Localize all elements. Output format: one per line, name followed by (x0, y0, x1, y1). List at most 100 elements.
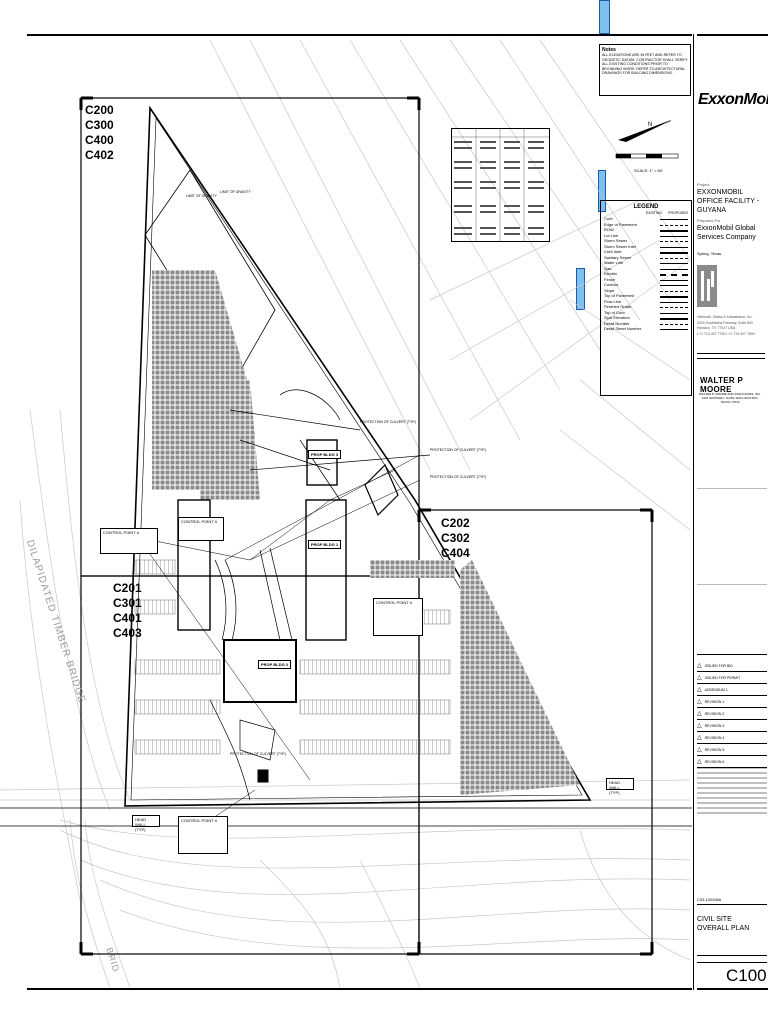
revision-delta-icon: △ (697, 735, 702, 741)
legend-item-label: Slope (604, 287, 615, 293)
annotation-text: PROTECTION OF CULVERT (TYP.) (430, 475, 487, 479)
revision-table: △ISSUED FOR BID△ISSUED FOR PERMIT△ADDEND… (697, 660, 767, 768)
revision-row[interactable]: △ISSUED FOR PERMIT (697, 672, 767, 684)
sheet-ref[interactable]: C403 (113, 626, 142, 640)
revision-label: REVISION 5 (704, 747, 725, 752)
sheet-ref[interactable]: C401 (113, 611, 142, 625)
annotation-text: PROTECTION OF CULVERT (TYP.) (430, 448, 487, 452)
revision-row[interactable]: △ADDENDUM 1 (697, 684, 767, 696)
callout-text: CONTROL POINT # (181, 519, 218, 524)
building-tag-text: PROP BLDG 2 (261, 662, 289, 667)
sheet-ref[interactable]: C301 (113, 596, 142, 610)
client-name: ExxonMobil Global Services Company (697, 225, 756, 241)
legend-symbol (660, 296, 688, 298)
sheet-title-line2: OVERALL PLAN (697, 925, 750, 932)
revision-row[interactable]: △REVISION 3 (697, 720, 767, 732)
building-tag[interactable]: PROP BLDG 1 (308, 540, 342, 549)
legend-symbol (660, 235, 688, 237)
driveways (209, 389, 431, 801)
legend-symbol (660, 318, 688, 320)
building-tag[interactable]: PROP BLDG 3 (308, 450, 342, 459)
building-tag[interactable]: PROP BLDG 2 (258, 660, 292, 669)
legend-symbol (660, 224, 688, 226)
legend-item-label: Curb Inlet (604, 249, 622, 254)
legend-item-label: Fence (604, 276, 616, 282)
sheet-ref[interactable]: C200 (85, 103, 114, 117)
control-point-callout[interactable]: CONTROL POINT # (178, 816, 228, 854)
tb-separator (697, 962, 767, 963)
revision-row[interactable]: △REVISION 4 (697, 732, 767, 744)
legend-item-label: Curb (604, 216, 613, 221)
revision-delta-icon: △ (697, 699, 702, 705)
revision-flag[interactable] (599, 0, 610, 34)
revision-delta-icon: △ (697, 675, 702, 681)
legend-row: Curb (604, 216, 688, 222)
sheet-ref[interactable]: C201 (113, 581, 142, 595)
revision-row[interactable]: △REVISION 1 (697, 696, 767, 708)
revision-label: ADDENDUM 1 (704, 687, 728, 692)
engineer-logo-text: WALTER P MOORE (700, 376, 743, 394)
sheet-ref[interactable]: C302 (441, 531, 470, 545)
legend-item-label: Water Line (604, 260, 624, 265)
legend-symbol (660, 268, 688, 270)
notes-box: Notes ALL ELEVATIONS ARE IN FEET AND REF… (599, 44, 691, 96)
site-plan-drawing (0, 39, 692, 989)
control-point-callout[interactable]: CONTROL POINT # (373, 598, 423, 636)
engineer-address: WALTER P. MOORE AND ASSOCIATES, INC. 130… (699, 392, 761, 404)
legend-item-label: ROW (604, 227, 614, 232)
sheet-border-top-tb (697, 34, 768, 36)
title-block-divider (693, 34, 694, 990)
revision-row[interactable]: △REVISION 6 (697, 756, 767, 768)
project-number: C33-1003406 (697, 897, 722, 902)
sheet-ref[interactable]: C404 (441, 546, 470, 560)
legend-row: Top of Pavement (604, 293, 688, 299)
legend-row: Slope (604, 288, 688, 294)
legend-row: Water Line (604, 260, 688, 266)
control-point-callout[interactable]: HEAD WALL (TYP) (132, 815, 160, 832)
legend-item-label: Edge of Pavement (604, 221, 637, 227)
sheet-ref[interactable]: C402 (85, 148, 114, 162)
legend-item-label: Gas (604, 265, 612, 271)
revision-flag[interactable] (576, 268, 585, 310)
annotation: PROTECTION OF CULVERT (TYP.) (230, 752, 286, 756)
revision-label: REVISION 1 (704, 699, 725, 704)
legend-symbol (660, 301, 688, 303)
legend-row: Storm Sewer Inlet (604, 244, 688, 250)
revision-label: ISSUED FOR BID (704, 663, 733, 668)
annotation: LIMIT OF GRAVITY (220, 190, 251, 194)
legend-item-label: Sanitary Sewer (604, 254, 632, 260)
legend-symbol (660, 323, 688, 325)
revision-row[interactable]: △REVISION 2 (697, 708, 767, 720)
legend-row: Electric (604, 271, 688, 277)
legend-item-label: Detail Sheet Number (604, 326, 642, 331)
sheet-number: C100 (726, 966, 767, 985)
project-label: Project (697, 182, 710, 187)
architect-phone: t +1 713 407 7700 f +1 713 407 7800 (697, 332, 755, 336)
control-point-callout[interactable]: CONTROL POINT # (100, 528, 158, 554)
revision-label: REVISION 6 (704, 759, 725, 764)
control-point-callout[interactable]: CONTROL POINT # (178, 517, 224, 541)
legend-row: Curb Inlet (604, 249, 688, 255)
tb-separator (697, 584, 767, 585)
revision-label: ISSUED FOR PERMIT (704, 675, 741, 680)
legend-symbol (660, 230, 688, 232)
control-point-callout[interactable]: HEAD WALL (TYP) (606, 778, 634, 795)
sheet-ref[interactable]: C400 (85, 133, 114, 147)
building-tag-text: PROP BLDG 1 (311, 542, 339, 547)
revision-row[interactable]: △REVISION 5 (697, 744, 767, 756)
legend-item-label: Electric (604, 271, 618, 276)
callout-text: CONTROL POINT # (376, 600, 413, 605)
sheet-ref[interactable]: C300 (85, 118, 114, 132)
logo-text: ExxonMobil (698, 91, 768, 108)
legend-item-label: Top of Pavement (604, 293, 635, 298)
notes-title: Notes (602, 47, 616, 53)
revision-row[interactable]: △ISSUED FOR BID (697, 660, 767, 672)
sheet-title-line1: CIVIL SITE (697, 916, 732, 923)
sheet-ref[interactable]: C202 (441, 516, 470, 530)
hok-logo (697, 265, 717, 307)
legend-symbol (660, 312, 688, 314)
revision-delta-icon: △ (697, 687, 702, 693)
exxonmobil-logo: ExxonMobil (698, 91, 768, 109)
legend-title: LEGEND (633, 204, 659, 210)
